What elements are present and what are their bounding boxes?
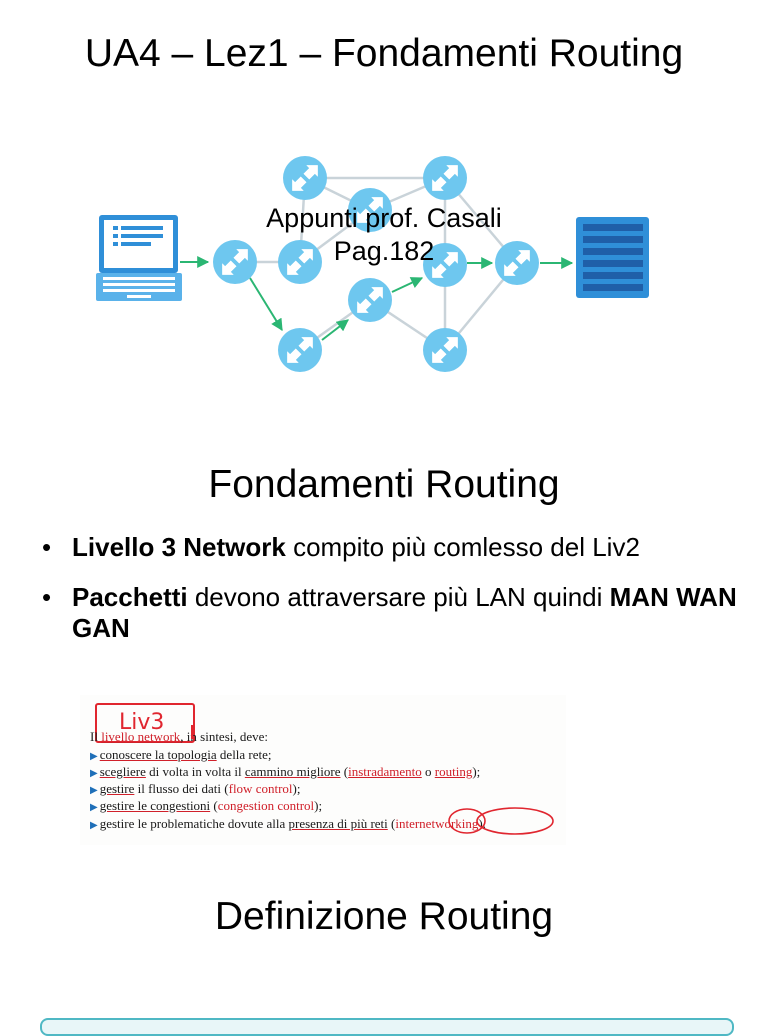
book-line-internetworking: ▶gestire le problematiche dovute alla pr… [90, 816, 486, 831]
route-path [180, 256, 574, 341]
router-icon [348, 278, 392, 322]
bullet-pacchetti: • Pacchetti devono attraversare più LAN … [42, 582, 742, 644]
bullet-pacchetti-bold: Pacchetti [72, 582, 188, 612]
book-excerpt: Liv3 Il livello network, in sintesi, dev… [80, 695, 566, 845]
bullet-dot: • [42, 532, 52, 562]
bullet-livello-text: compito più comlesso del Liv2 [285, 532, 640, 562]
bullet-livello: • Livello 3 Network compito più comlesso… [42, 532, 742, 563]
book-line-intro: Il livello network, in sintesi, deve: [90, 729, 269, 744]
credit-author: Appunti prof. Casali [266, 203, 502, 233]
slide3-title: Definizione Routing [214, 895, 554, 938]
bullet-dot: • [42, 582, 52, 612]
book-line-instradamento: ▶scegliere di volta in volta il cammino … [90, 764, 481, 779]
router-icon [423, 328, 467, 372]
network-diagram [96, 156, 649, 372]
router-icon [283, 156, 327, 200]
book-line-congestioni: ▶gestire le congestioni (congestion cont… [90, 798, 323, 813]
laptop-icon [96, 215, 182, 301]
slide2-title: Fondamenti Routing [208, 463, 560, 506]
credit-text: Appunti prof. Casali Pag.182 [224, 202, 544, 268]
book-line-topologia: ▶conoscere la topologia della rete; [90, 747, 272, 762]
router-icon [423, 156, 467, 200]
handwritten-marks [191, 725, 554, 835]
bullet-list: • Livello 3 Network compito più comlesso… [42, 532, 742, 663]
slide1-title: UA4 – Lez1 – Fondamenti Routing [84, 32, 684, 75]
bullet-pacchetti-networks: MAN WAN GAN [72, 582, 737, 643]
credit-page: Pag.182 [333, 236, 435, 266]
book-line-flusso: ▶gestire il flusso dei dati (flow contro… [90, 781, 301, 796]
server-icon [576, 217, 649, 298]
liv3-annotation: Liv3 [95, 703, 195, 743]
router-icon [278, 328, 322, 372]
next-slide-edge [40, 1018, 734, 1036]
bullet-livello-bold: Livello 3 Network [72, 532, 286, 562]
bullet-pacchetti-text: devono attraversare più LAN quindi [187, 582, 610, 612]
